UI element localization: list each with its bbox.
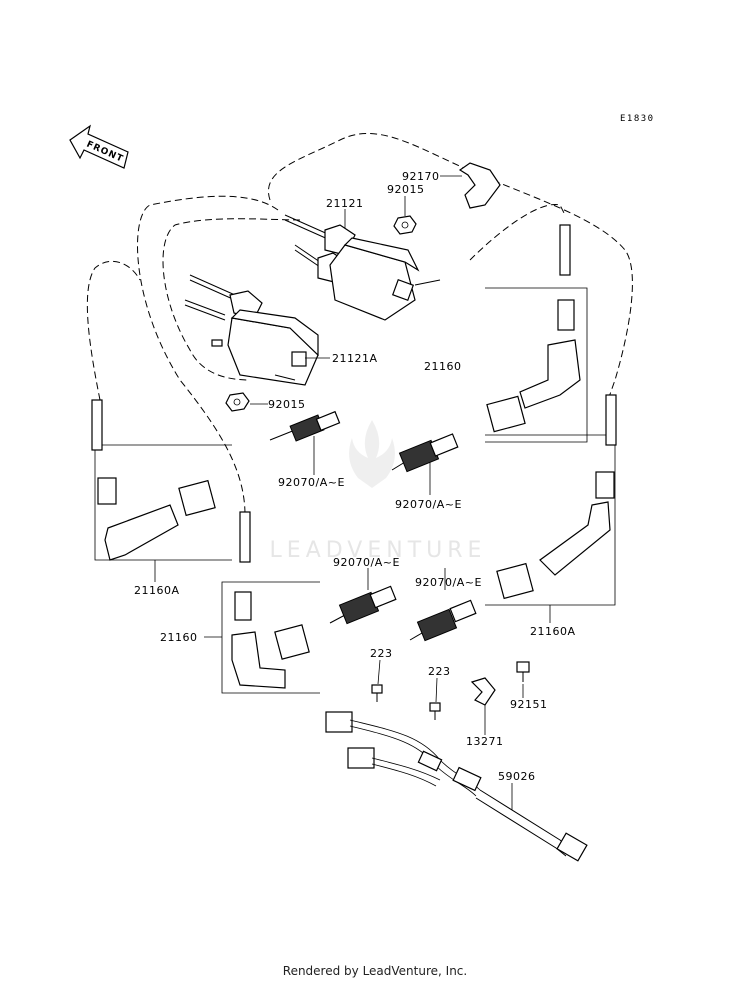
label-92070-left: 92070/A~E: [278, 476, 345, 489]
plug-cap-21160-right: [485, 224, 588, 443]
clamp-13271: [470, 677, 496, 706]
bolt-92151: [516, 661, 530, 682]
label-223-right: 223: [428, 665, 451, 678]
watermark: LEADVENTURE: [270, 420, 487, 563]
ignition-coil-21121: [284, 214, 441, 321]
leader-lines: [154, 175, 551, 810]
nut-92015-left: [225, 392, 250, 412]
label-92015-left: 92015: [268, 398, 306, 411]
diagram-code: E1830: [620, 114, 655, 124]
watermark-text: LEADVENTURE: [270, 538, 487, 563]
plug-cap-21160A-left: [91, 399, 232, 561]
label-92070-right: 92070/A~E: [415, 576, 482, 589]
wiring-harness-59026: [325, 711, 588, 862]
label-92070-center: 92070/A~E: [395, 498, 462, 511]
label-21160-mid: 21160: [160, 631, 198, 644]
label-92015-top: 92015: [387, 183, 425, 196]
label-21160A-left: 21160A: [134, 584, 180, 597]
spark-plug-right: [409, 599, 477, 642]
part-labels: 92170 92015 21121 21121A 21160 92015 920…: [134, 170, 576, 783]
label-13271: 13271: [466, 735, 504, 748]
footer-credit: Rendered by LeadVenture, Inc.: [282, 964, 468, 978]
spark-plug-left: [269, 410, 341, 442]
ignition-coil-21121A: [184, 274, 319, 386]
label-21160A-right: 21160A: [530, 625, 576, 638]
screw-223-left: [371, 684, 383, 702]
front-arrow-icon: FRONT: [69, 124, 129, 169]
right-upper-wire: [469, 203, 566, 261]
label-21160-right-top: 21160: [424, 360, 462, 373]
left-wire-outline: [137, 195, 279, 516]
label-92070-mid: 92070/A~E: [333, 556, 400, 569]
label-59026: 59026: [498, 770, 536, 783]
label-21121A: 21121A: [332, 352, 378, 365]
spark-plug-center: [391, 433, 459, 473]
label-21121: 21121: [326, 197, 364, 210]
label-92151: 92151: [510, 698, 548, 711]
label-223-left: 223: [370, 647, 393, 660]
nut-92015-top: [393, 215, 417, 235]
upper-wire-outline: [267, 132, 633, 401]
screw-223-right: [429, 702, 441, 720]
plug-cap-21160-mid: [221, 511, 320, 694]
spark-plug-mid: [329, 585, 397, 625]
label-92170: 92170: [402, 170, 440, 183]
clamp-92170: [458, 162, 501, 209]
far-left-wire-outline: [86, 260, 141, 401]
